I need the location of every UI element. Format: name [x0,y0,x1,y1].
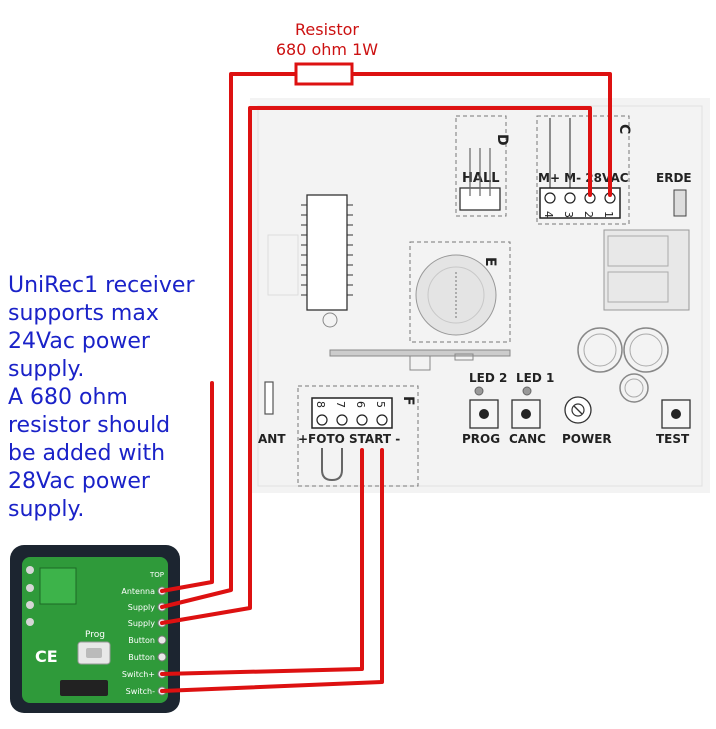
led-1 [522,386,532,396]
resistor-label: Resistor 680 ohm 1W [262,20,392,60]
note-line: be added with [8,441,166,466]
earth-terminal [673,189,687,217]
foto-pin-7: 7 [334,401,347,408]
section-d-box [455,115,507,217]
ant-label: ANT [258,432,286,446]
pad [26,618,34,626]
terminal-screw [564,192,576,204]
terminal-screw [544,192,556,204]
supply-wire-direct [160,106,592,625]
terminal-screw [316,414,328,426]
section-d-label: D [494,134,510,146]
ic-chip [306,194,348,311]
pin-label: Button [128,636,155,645]
pin-label: Switch+ [122,670,155,679]
section-e-box [409,241,511,343]
power-pin-4: 4 [542,211,555,218]
canc-label: CANC [509,432,546,446]
resistor-value: 680 ohm 1W [275,40,379,59]
resistor-symbol [294,62,354,86]
power-label: POWER [562,432,612,446]
mount-hole [322,312,338,328]
capacitor [577,327,623,373]
power-terminal-block [539,187,621,219]
wires [160,72,612,693]
unirec1-receiver: TOP CE Prog Antenna Supply Supply Button… [10,545,180,713]
pin-pad [157,635,167,645]
capacitor [623,327,669,373]
board-rail [329,349,511,357]
relay-block [603,229,690,311]
section-c-label: C [616,124,632,134]
led-1-label: LED 1 [516,371,554,385]
section-e-label: E [482,257,498,267]
foto-pin-5: 5 [374,401,387,408]
foto-jumper [321,448,343,482]
pin-label: Antenna [121,587,155,596]
power-pin-3: 3 [562,211,575,218]
section-f-box [297,385,419,487]
prog-button-cap [479,409,489,419]
antenna-wire [160,381,214,593]
prog-mark: Prog [85,630,105,640]
note-line: supply. [8,357,85,382]
receiver-relay [60,680,108,696]
led-2-label: LED 2 [469,371,507,385]
pin-pad [157,652,167,662]
foto-pin-8: 8 [314,401,327,408]
note-line: resistor should [8,413,171,438]
test-label: TEST [656,432,690,446]
top-mark: TOP [149,571,164,579]
pad [26,601,34,609]
receiver-pin-labels: Antenna Supply Supply Button Button Swit… [121,587,155,696]
receiver-chip [39,567,77,605]
note-line: UniRec1 receiver [8,273,195,298]
ce-mark: CE [35,647,58,666]
hall-label: HALL [462,171,500,186]
terminal-screw [356,414,368,426]
power-pin-2: 2 [582,211,595,218]
terminal-screw [376,414,388,426]
foto-terminal-screws [316,414,388,426]
supply-wire-resistor [160,72,298,609]
prog-button-cap [86,648,102,658]
canc-button-cap [521,409,531,419]
power-pin-1: 1 [602,211,615,218]
test-button-cap [671,409,681,419]
power-terminal-header: M+ M- 28VAC [538,171,629,185]
faint-component [267,234,299,296]
note-line: 24Vac power [8,329,150,354]
switch-plus-wire [160,448,364,676]
note-line: 28Vac power [8,469,150,494]
pin-label: Button [128,653,155,662]
resistor-to-terminal-wire [350,72,612,197]
pin-label: Switch- [126,687,155,696]
pin-label: Supply [128,619,156,628]
pin-label: Supply [128,603,156,612]
led-2 [474,386,484,396]
pad [26,566,34,574]
prog-label: PROG [462,432,500,446]
pad [26,584,34,592]
antenna-terminal [264,381,274,415]
foto-start-label: +FOTO START - [298,432,400,446]
controller-board: D HALL C M+ M- 28VAC 4 3 2 1 ERDE [250,98,710,493]
note-line: supports max [8,301,159,326]
resistor-name: Resistor [295,20,359,39]
erde-label: ERDE [656,171,692,185]
terminal-screw [336,414,348,426]
power-supply-note: UniRec1 receiver supports max 24Vac powe… [8,272,238,524]
note-line: A 680 ohm [8,385,128,410]
power-terminal-screws [544,192,616,204]
note-line: supply. [8,497,85,522]
section-f-label: F [400,396,416,406]
section-c-box [536,115,630,225]
foto-pin-6: 6 [354,401,367,408]
capacitor [619,373,649,403]
switch-minus-wire [160,448,384,693]
